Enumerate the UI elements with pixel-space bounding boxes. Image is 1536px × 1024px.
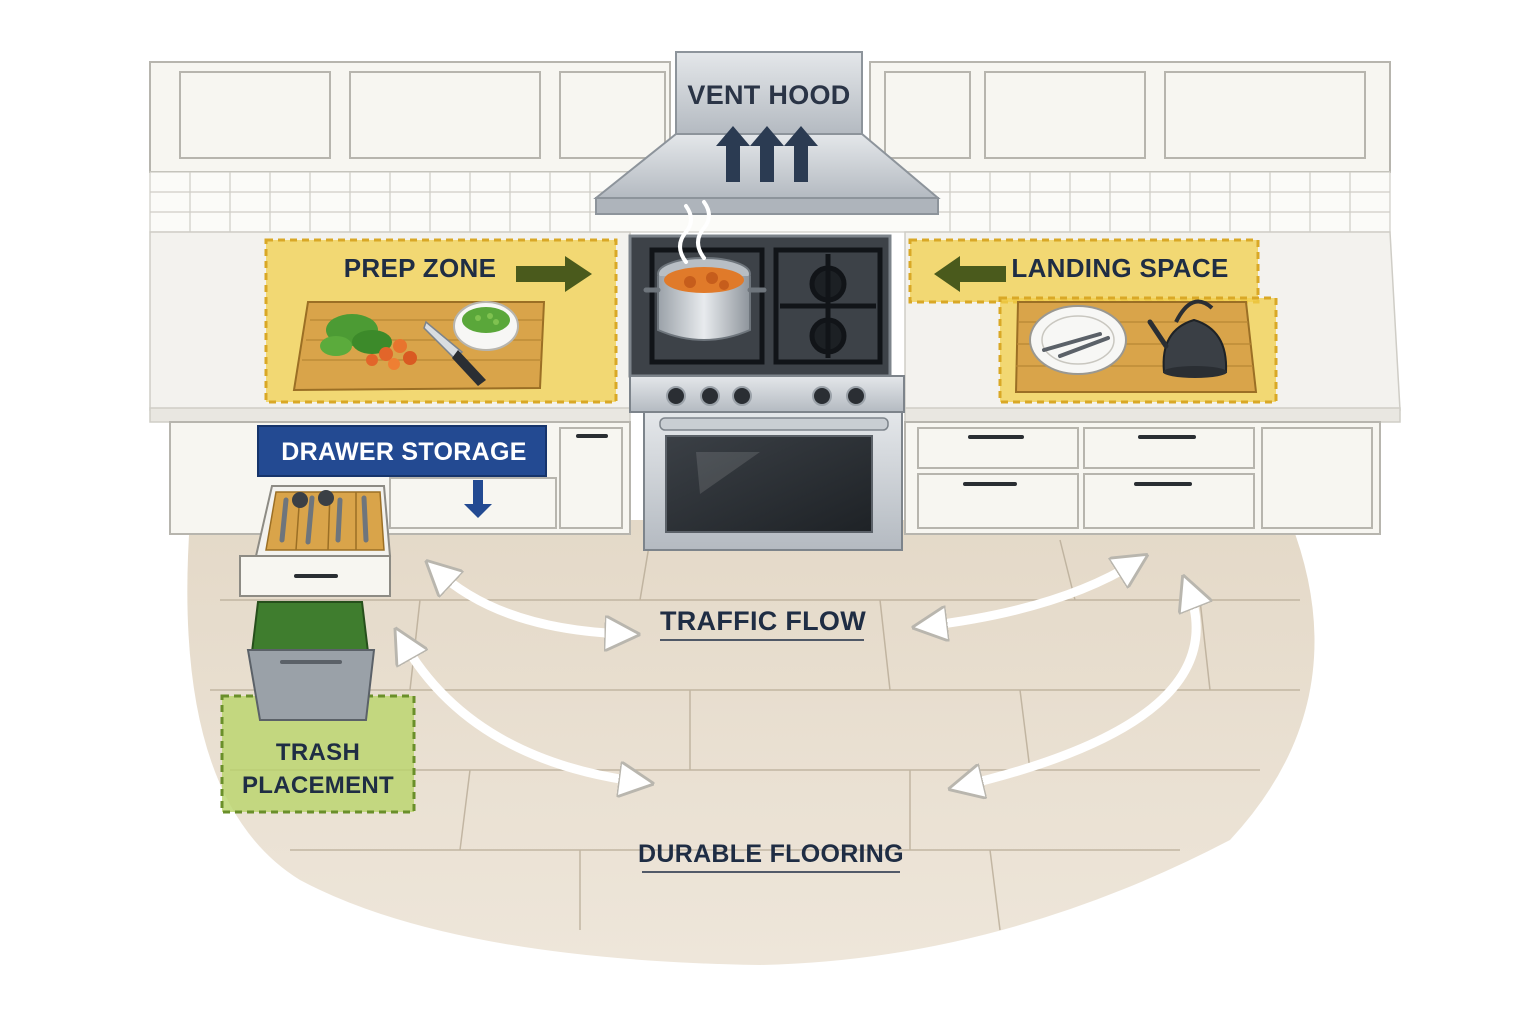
drawer-storage-banner <box>257 425 547 477</box>
label-underlines <box>642 639 900 873</box>
peas-bowl <box>453 301 519 351</box>
burner-grates <box>649 247 883 365</box>
vent-hood-label: VENT HOOD <box>687 80 851 110</box>
vent-up-arrow-icon <box>716 126 818 182</box>
left-arrow-icon <box>934 256 1006 292</box>
drawer-storage-label: DRAWER STORAGE <box>281 438 527 466</box>
pot-icon <box>643 257 767 341</box>
landing-space-label: LANDING SPACE <box>1011 253 1229 283</box>
range-knobs <box>666 386 866 406</box>
kettle-icon <box>1147 299 1228 378</box>
traffic-flow-label: TRAFFIC FLOW <box>659 606 867 636</box>
knife-icon <box>423 320 486 386</box>
trash-placement-label: TRASH PLACEMENT <box>222 736 414 802</box>
plate-icon <box>1029 305 1127 375</box>
trash-label-line2: PLACEMENT <box>241 772 395 799</box>
right-arrow-icon <box>516 256 592 292</box>
vegetables <box>320 314 417 370</box>
trash-bin-icon <box>246 601 376 721</box>
lower-cabinets <box>169 421 1381 535</box>
prep-zone-label: PREP ZONE <box>343 253 497 283</box>
upper-cabinets <box>149 61 1391 173</box>
trash-label-line1: TRASH <box>275 739 361 766</box>
double-headed-arrow-icon <box>402 562 1196 786</box>
durable-flooring-label: DURABLE FLOORING <box>638 840 904 868</box>
open-drawer <box>239 485 392 597</box>
down-arrow-icon <box>464 480 492 518</box>
steam-icon <box>678 200 711 264</box>
